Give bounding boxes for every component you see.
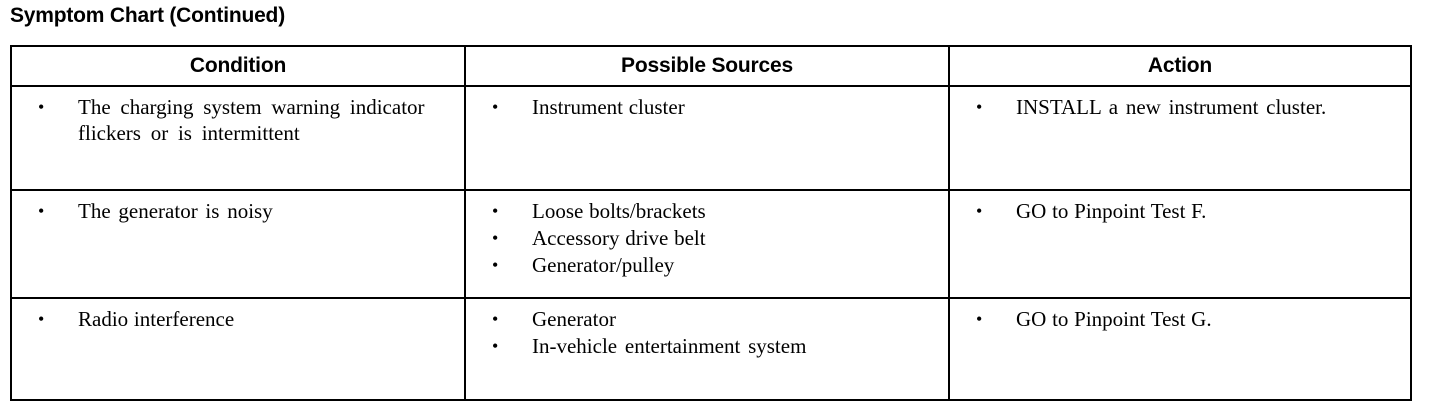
bullet-list: • INSTALL a new instrument cluster. xyxy=(958,94,1402,120)
list-item: • Generator xyxy=(474,306,940,332)
table-row: • The generator is noisy • Loose bolts/b… xyxy=(10,189,1412,299)
list-item-text: INSTALL a new instrument cluster. xyxy=(1016,95,1327,119)
table-row: • The charging system warning indicator … xyxy=(10,85,1412,191)
list-item-text: Generator/pulley xyxy=(532,253,675,277)
cell-possible-sources: • Loose bolts/brackets • Accessory drive… xyxy=(464,189,950,299)
bullet-icon: • xyxy=(492,201,499,221)
bullet-icon: • xyxy=(976,309,983,329)
page-title: Symptom Chart (Continued) xyxy=(10,4,285,27)
list-item-text: GO to Pinpoint Test F. xyxy=(1016,199,1207,223)
list-item-text: GO to Pinpoint Test G. xyxy=(1016,307,1212,331)
bullet-icon: • xyxy=(492,97,499,117)
column-header-action: Action xyxy=(948,45,1412,87)
list-item-text: In-vehicle entertainment system xyxy=(532,334,807,358)
cell-action: • GO to Pinpoint Test F. xyxy=(948,189,1412,299)
bullet-icon: • xyxy=(492,228,499,248)
list-item: • GO to Pinpoint Test F. xyxy=(958,198,1402,224)
list-item: • Instrument cluster xyxy=(474,94,940,120)
symptom-chart-table: Condition Possible Sources Action • The … xyxy=(10,45,1412,401)
list-item: • Generator/pulley xyxy=(474,252,940,278)
column-header-possible-sources: Possible Sources xyxy=(464,45,950,87)
table-header-row: Condition Possible Sources Action xyxy=(10,45,1412,87)
cell-action: • GO to Pinpoint Test G. xyxy=(948,297,1412,401)
list-item: • The charging system warning indicator … xyxy=(20,94,456,146)
list-item-text: Instrument cluster xyxy=(532,95,685,119)
list-item: • Accessory drive belt xyxy=(474,225,940,251)
list-item-text: Accessory drive belt xyxy=(532,226,706,250)
bullet-icon: • xyxy=(38,97,45,117)
list-item-text: Loose bolts/brackets xyxy=(532,199,706,223)
list-item-text: The charging system warning indicator fl… xyxy=(78,95,425,145)
cell-condition: • Radio interference xyxy=(10,297,466,401)
list-item: • Radio interference xyxy=(20,306,456,332)
cell-condition: • The generator is noisy xyxy=(10,189,466,299)
bullet-icon: • xyxy=(976,97,983,117)
cell-action: • INSTALL a new instrument cluster. xyxy=(948,85,1412,191)
list-item-text: The generator is noisy xyxy=(78,199,273,223)
column-header-condition: Condition xyxy=(10,45,466,87)
list-item: • INSTALL a new instrument cluster. xyxy=(958,94,1402,120)
bullet-list: • GO to Pinpoint Test F. xyxy=(958,198,1402,224)
table-row: • Radio interference • Generator • In- xyxy=(10,297,1412,401)
bullet-list: • Radio interference xyxy=(20,306,456,332)
bullet-icon: • xyxy=(492,255,499,275)
bullet-icon: • xyxy=(492,309,499,329)
bullet-icon: • xyxy=(492,336,499,356)
bullet-list: • Generator • In-vehicle entertainment s… xyxy=(474,306,940,359)
cell-condition: • The charging system warning indicator … xyxy=(10,85,466,191)
bullet-icon: • xyxy=(38,201,45,221)
cell-possible-sources: • Generator • In-vehicle entertainment s… xyxy=(464,297,950,401)
cell-possible-sources: • Instrument cluster xyxy=(464,85,950,191)
list-item-text: Radio interference xyxy=(78,307,235,331)
list-item: • The generator is noisy xyxy=(20,198,456,224)
bullet-list: • The generator is noisy xyxy=(20,198,456,224)
list-item: • In-vehicle entertainment system xyxy=(474,333,940,359)
list-item: • GO to Pinpoint Test G. xyxy=(958,306,1402,332)
bullet-list: • Loose bolts/brackets • Accessory drive… xyxy=(474,198,940,278)
list-item-text: Generator xyxy=(532,307,616,331)
bullet-list: • Instrument cluster xyxy=(474,94,940,120)
list-item: • Loose bolts/brackets xyxy=(474,198,940,224)
bullet-icon: • xyxy=(38,309,45,329)
bullet-list: • The charging system warning indicator … xyxy=(20,94,456,146)
bullet-icon: • xyxy=(976,201,983,221)
bullet-list: • GO to Pinpoint Test G. xyxy=(958,306,1402,332)
